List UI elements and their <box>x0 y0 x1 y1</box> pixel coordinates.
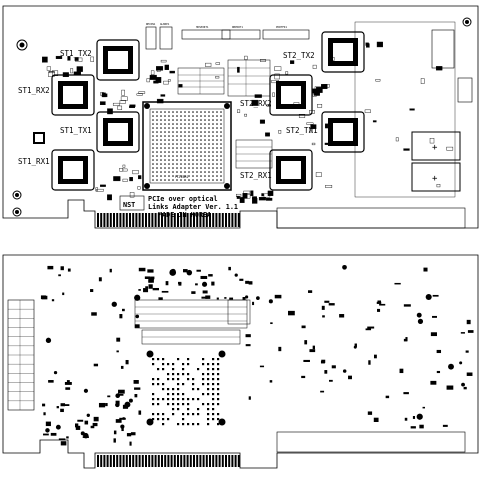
mounting-hole-icon <box>12 190 22 200</box>
header-label: RECON1 <box>146 22 156 26</box>
silk-table <box>177 67 225 95</box>
silk-title-line-1: PCIe over optical <box>148 195 218 203</box>
label-st2-tx2: ST2_TX2 <box>283 51 315 60</box>
header-label: HOSPORT1 <box>196 25 209 29</box>
fpga-label: PCIEBR1 <box>175 175 189 179</box>
optical-module-st2-tx1 <box>321 111 365 153</box>
header-connector-row <box>145 26 310 50</box>
plus-icon: + <box>432 143 438 153</box>
mounting-hole-icon <box>462 17 472 27</box>
passive-components-top <box>42 41 454 204</box>
mounting-hole-icon <box>12 207 22 217</box>
header-label: GLKRE1 <box>160 22 170 26</box>
bottom-board-view <box>2 254 479 469</box>
fpga-bga-chip <box>142 101 232 191</box>
bottom-board-outline <box>2 254 479 469</box>
plus-icon: + <box>432 174 438 184</box>
silk-table <box>227 299 251 325</box>
label-st1-tx1: ST1_TX1 <box>60 126 92 135</box>
blank-label-area-bottom <box>276 431 466 453</box>
optical-module-st2-tx2 <box>321 31 365 73</box>
silk-title-line-2: Links Adapter Ver. 1.1 <box>148 203 238 211</box>
manufacturer-logo-icon: NST <box>119 195 145 211</box>
label-st1-rx1: ST1_RX1 <box>18 157 50 166</box>
silk-table <box>227 59 271 97</box>
label-st1-rx2: ST1_RX2 <box>18 86 50 95</box>
label-st2-rx1: ST2_RX1 <box>240 171 272 180</box>
silk-table <box>235 139 273 169</box>
blank-label-area <box>276 207 466 229</box>
bga-via-field <box>146 350 226 426</box>
reset-switch-icon <box>33 132 45 144</box>
silk-table <box>141 329 241 345</box>
header-label: DBPORT1 <box>232 25 243 29</box>
optical-module-st1-tx2 <box>96 39 140 81</box>
top-board-view: ST1_TX2 ST1_RX2 ST1_TX1 ST1_RX1 ST2_TX2 … <box>2 5 479 229</box>
mounting-hole-icon <box>16 39 28 51</box>
header-label: PORTFD1 <box>276 25 287 29</box>
pcie-edge-fingers-bottom <box>97 455 240 467</box>
optical-module-st1-rx2 <box>51 74 95 116</box>
silk-title-line-3: MADE IN KOREA <box>158 211 211 219</box>
optical-module-st1-tx1 <box>96 111 140 153</box>
power-section: + + <box>354 21 473 198</box>
passive-components-bottom <box>40 264 474 446</box>
label-st1-tx2: ST1_TX2 <box>60 49 92 58</box>
pcie-edge-fingers <box>97 213 240 227</box>
optical-module-st2-rx2 <box>269 74 313 116</box>
optical-module-st2-rx1 <box>269 149 313 191</box>
label-st2-tx1: ST2_TX1 <box>286 126 318 135</box>
optical-module-st1-rx1 <box>51 149 95 191</box>
side-table <box>7 299 35 411</box>
svg-text:NST: NST <box>123 201 135 209</box>
silk-table <box>134 299 248 329</box>
